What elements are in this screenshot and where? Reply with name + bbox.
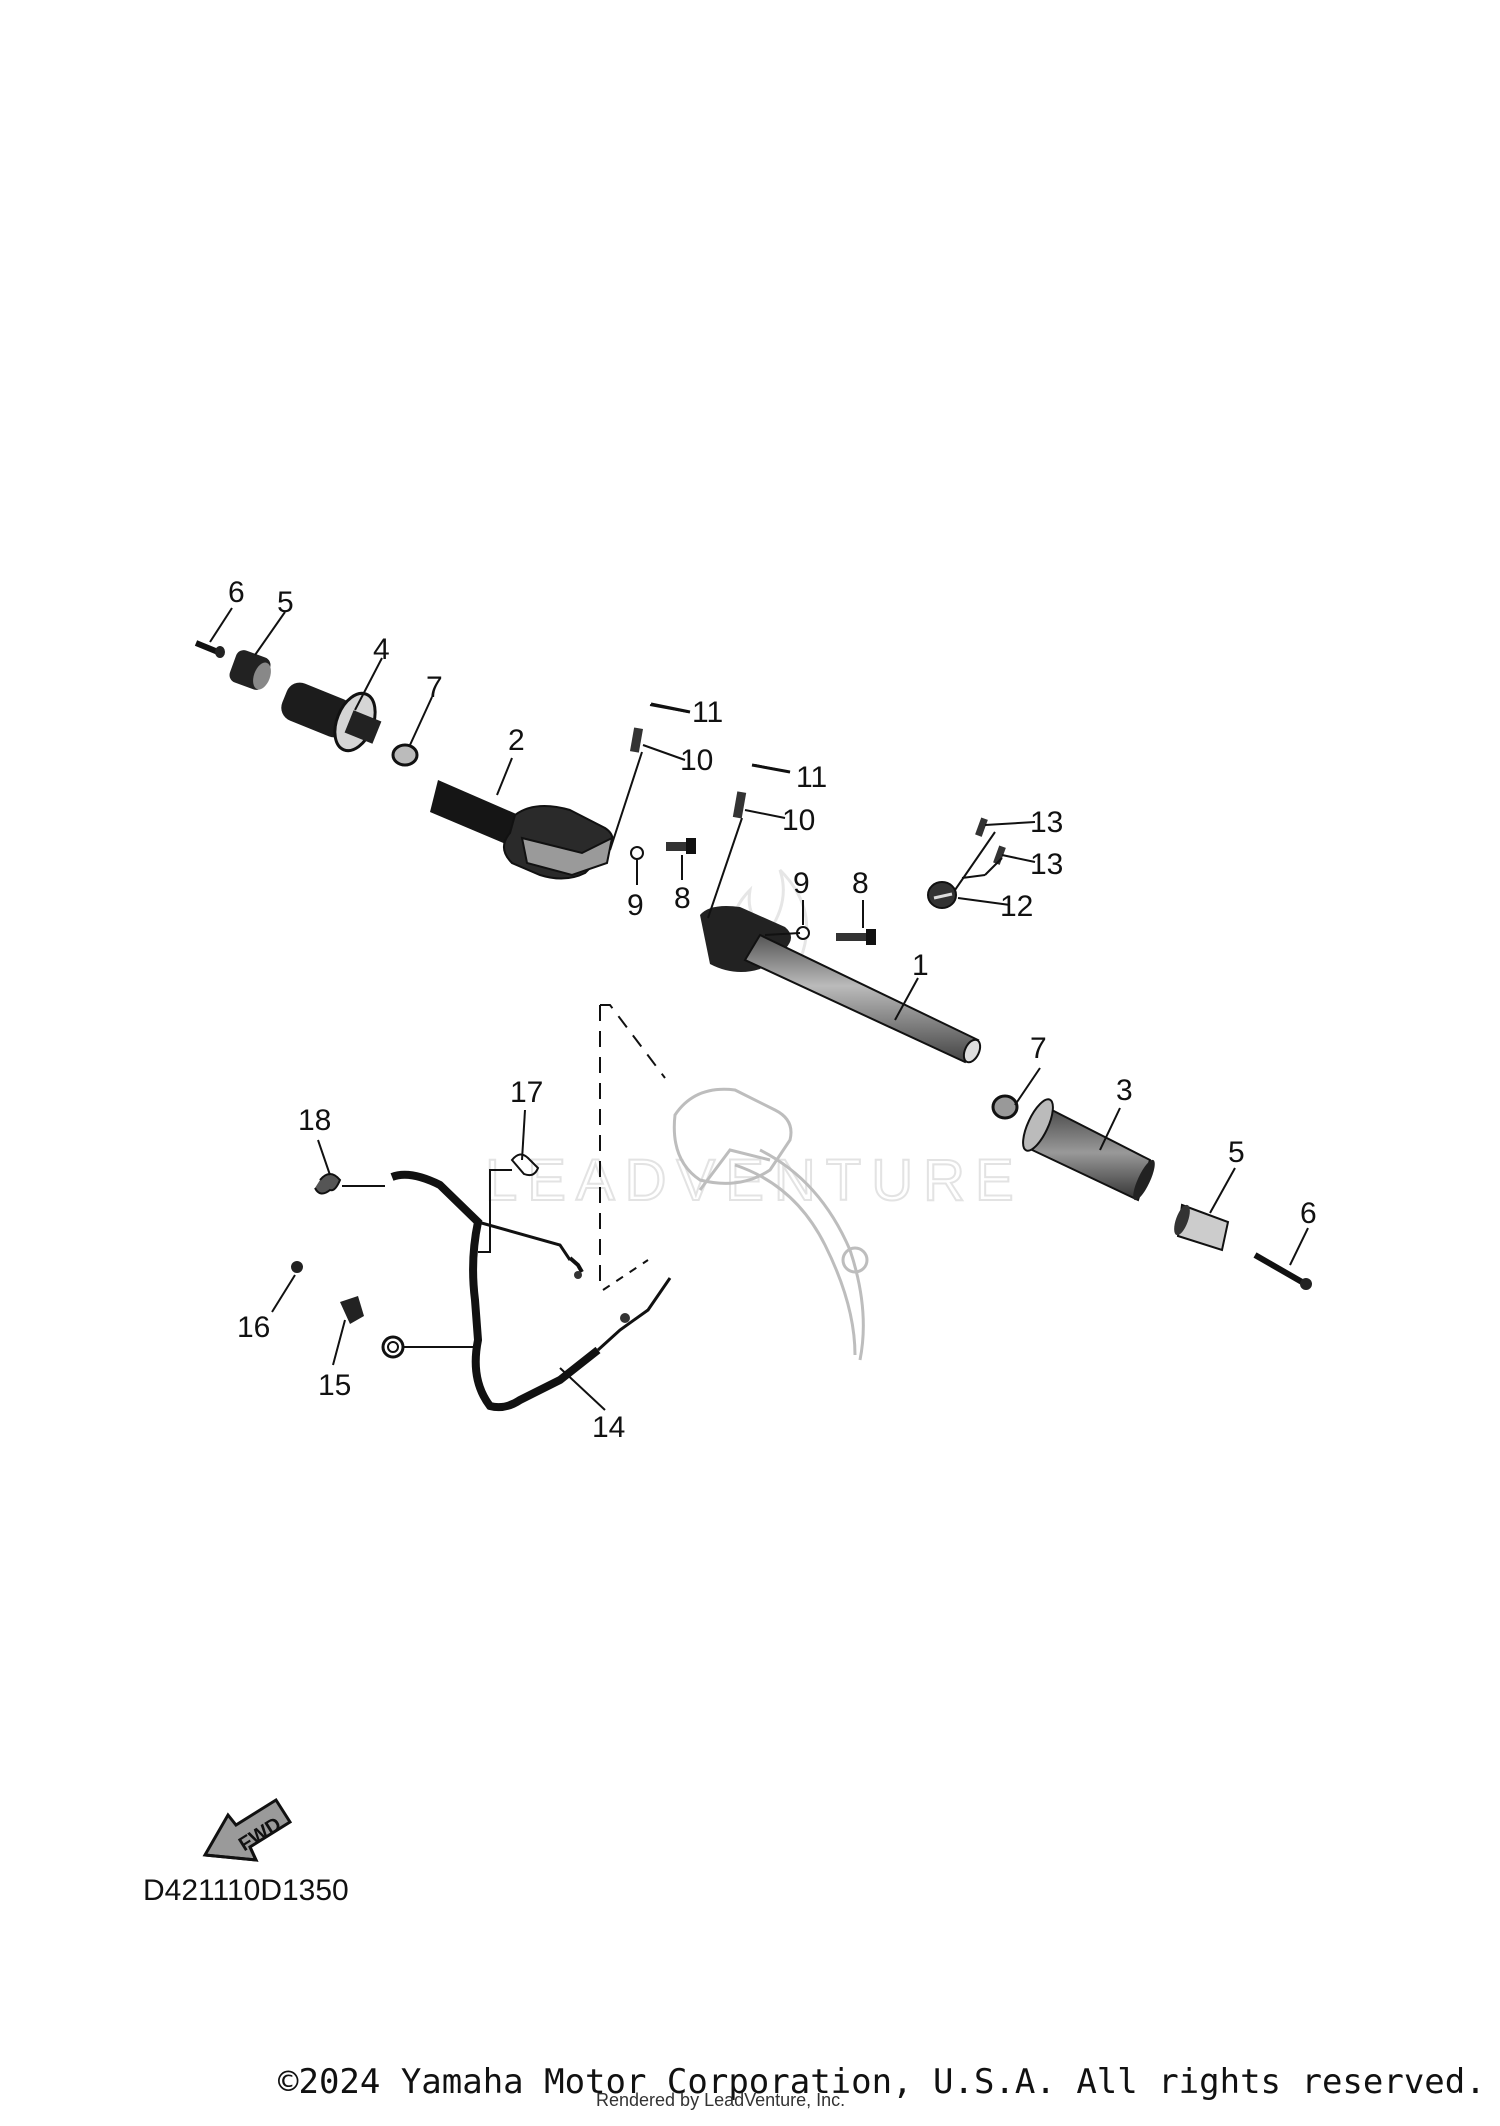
callout-10-upper: 10: [680, 744, 713, 777]
callout-18: 18: [298, 1104, 331, 1137]
part-right-handlebar: [700, 906, 982, 1064]
callout-13-upper: 13: [1030, 806, 1063, 839]
part-collar-upper: [391, 743, 419, 767]
diagram-code: D421110D1350: [143, 1874, 349, 1907]
part-throttle-grip: [281, 682, 382, 753]
leader-lines: [209, 607, 1309, 1411]
rendered-by-credit: Rendered by LeadVenture, Inc.: [596, 2090, 846, 2110]
callout-11-lower: 11: [796, 761, 827, 794]
callout-5-upper: 5: [277, 586, 294, 619]
callout-16: 16: [237, 1311, 270, 1344]
part-cable-clip: [478, 1153, 540, 1253]
callout-5-lower: 5: [1228, 1136, 1245, 1169]
callout-1: 1: [912, 949, 929, 982]
callout-10-lower: 10: [782, 804, 815, 837]
part-cable-clamp: [314, 1173, 385, 1195]
part-end-screw-lower: [1253, 1252, 1312, 1290]
part-end-screw-upper: [194, 640, 225, 658]
callout-2: 2: [508, 724, 525, 757]
callout-8-lower: 8: [852, 867, 869, 900]
callout-6-upper: 6: [228, 576, 245, 609]
part-washer-upper: [630, 846, 644, 860]
callout-8-upper: 8: [674, 882, 691, 915]
part-clutch-cable: [390, 1170, 672, 1412]
callout-14: 14: [592, 1411, 625, 1444]
callout-9-lower: 9: [793, 867, 810, 900]
callout-17: 17: [510, 1076, 543, 1109]
part-cable-guide: [291, 1261, 478, 1359]
part-bar-end-lower: [1174, 1203, 1230, 1252]
callout-7-upper: 7: [426, 671, 443, 704]
part-collar-lower: [991, 1094, 1019, 1120]
watermark-text: LEADVENTURE: [485, 1148, 1024, 1213]
callout-3: 3: [1116, 1074, 1133, 1107]
callout-9-upper: 9: [627, 889, 644, 922]
callout-7-lower: 7: [1030, 1032, 1047, 1065]
callout-11-upper: 11: [692, 696, 723, 729]
callout-13-lower: 13: [1030, 848, 1063, 881]
callout-labels: 6 5 4 7 2 11 10 9 8 11 10 9 8 13 13 12 1…: [228, 576, 1317, 1444]
part-bolt-upper: [666, 838, 696, 854]
callout-15: 15: [318, 1369, 351, 1402]
assembly-lines: [599, 1004, 666, 1291]
callout-6-lower: 6: [1300, 1197, 1317, 1230]
part-switch-holder: [927, 817, 1006, 909]
copyright-notice: ©2024 Yamaha Motor Corporation, U.S.A. A…: [278, 2062, 1486, 2102]
fwd-arrow-icon: FWD: [202, 1797, 293, 1862]
callout-4: 4: [373, 633, 390, 666]
part-left-handlebar: [430, 780, 614, 880]
clutch-lever-ghost: [672, 1087, 869, 1361]
callout-12: 12: [1000, 890, 1033, 923]
part-bar-end-upper: [229, 650, 271, 690]
part-grip-right: [1022, 1098, 1155, 1202]
part-bolt-lower: [836, 929, 876, 945]
